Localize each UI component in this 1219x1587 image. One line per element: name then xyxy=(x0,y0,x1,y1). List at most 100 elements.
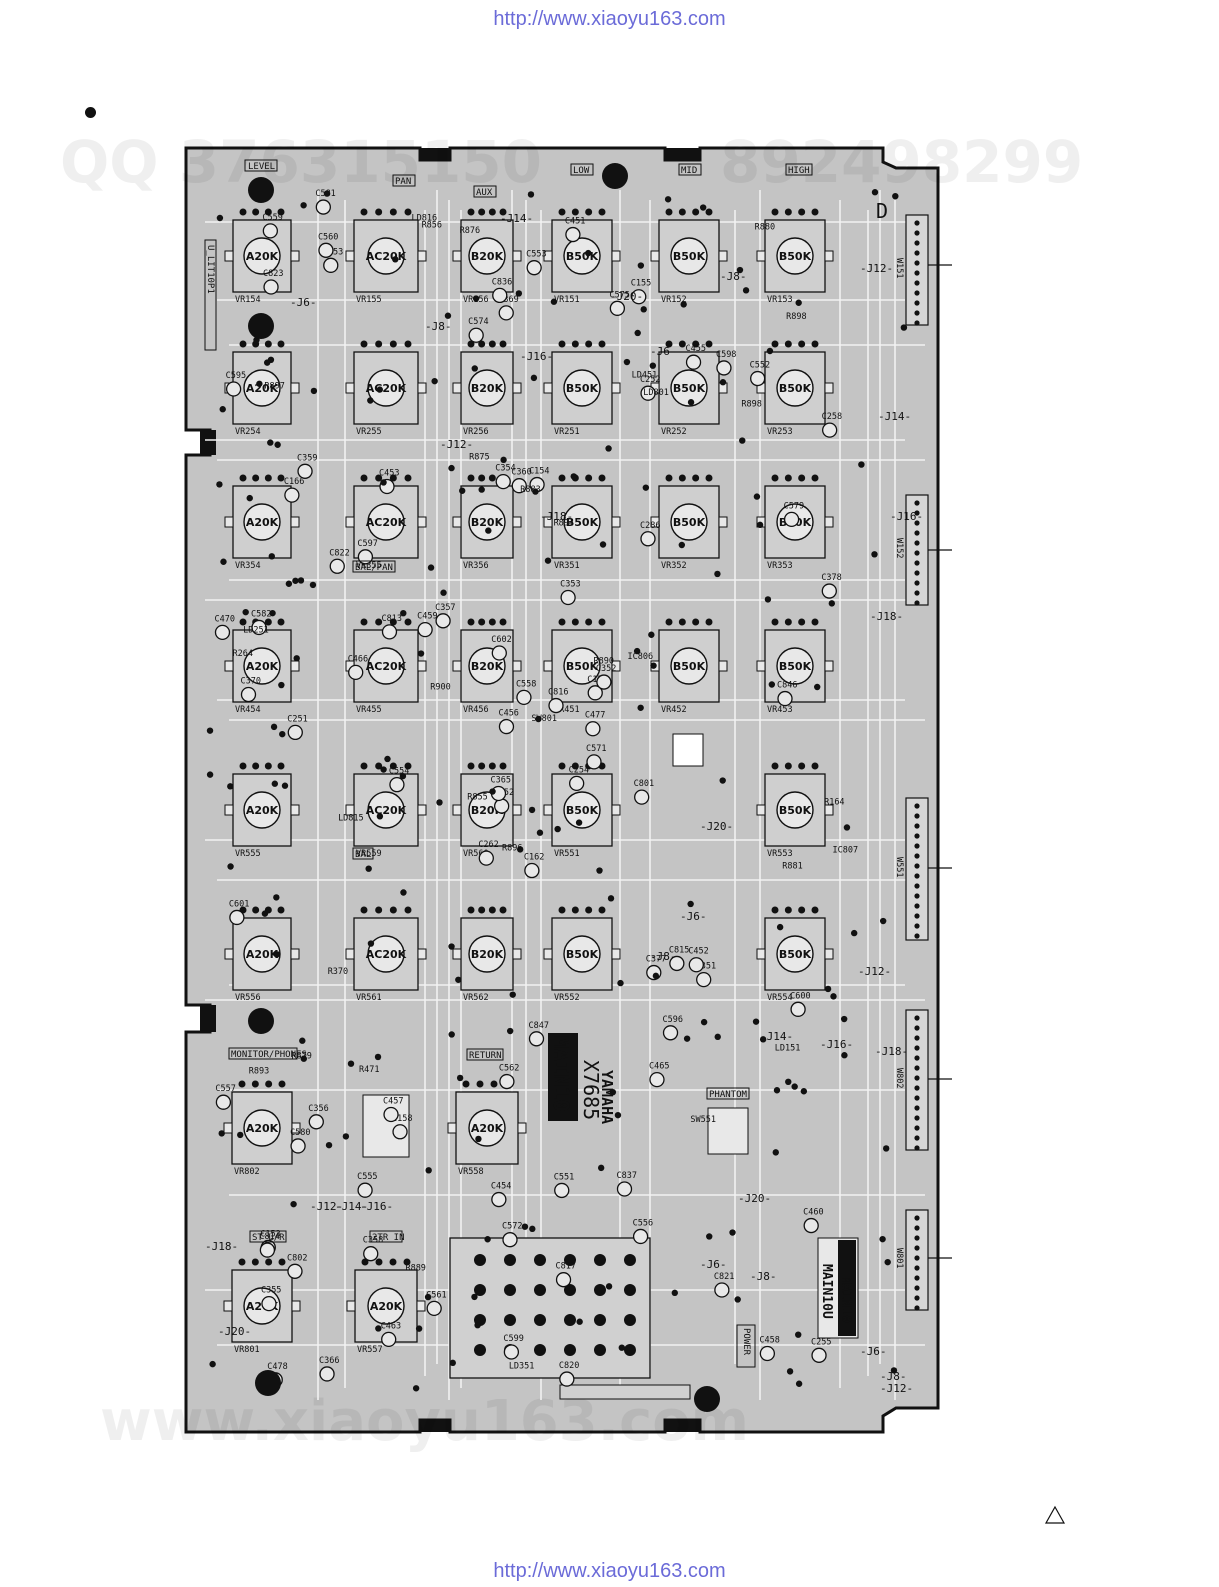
component-ref: C454 xyxy=(491,1182,511,1192)
board-notch xyxy=(665,148,700,160)
ic-pad xyxy=(534,1254,546,1266)
pot-ref: VR351 xyxy=(554,561,580,571)
pot-value: AC20K xyxy=(366,250,407,263)
pot-tab xyxy=(452,948,462,960)
pot-tab xyxy=(611,804,621,816)
watermark-left: QQ 376315150 xyxy=(60,128,542,196)
pot-pin xyxy=(264,618,272,626)
pot-tab xyxy=(224,250,234,262)
pot-tab xyxy=(718,660,728,672)
pot-pin xyxy=(476,1080,484,1088)
via xyxy=(380,479,387,486)
connector-pin xyxy=(914,250,920,256)
jumper-label: -J12- xyxy=(880,1382,913,1395)
pot-shaft xyxy=(468,369,506,407)
component-ref: C258 xyxy=(822,412,842,422)
capacitor-glyph xyxy=(803,1217,819,1234)
pot-pin xyxy=(705,208,713,216)
component-ref: C460 xyxy=(803,1208,823,1218)
pot-value: B50K xyxy=(566,516,599,529)
pot-pin xyxy=(558,618,566,626)
jumper-label: -J14- xyxy=(335,1200,368,1213)
via xyxy=(400,609,407,617)
component-ref: C816 xyxy=(548,688,568,698)
pot-pin xyxy=(798,762,806,770)
via xyxy=(532,488,539,495)
capacitor-glyph xyxy=(262,223,279,239)
connector-pin xyxy=(914,320,920,326)
pot-pin xyxy=(499,762,507,770)
pot-ref: VR456 xyxy=(463,705,489,715)
via xyxy=(814,683,821,691)
capacitor-glyph xyxy=(290,1138,306,1154)
pot-tab xyxy=(512,516,522,528)
via xyxy=(536,829,544,836)
connector-w551 xyxy=(905,797,929,941)
pot-pin xyxy=(692,474,700,482)
via xyxy=(575,819,583,826)
pot-pin xyxy=(499,208,507,216)
via xyxy=(768,681,776,688)
via xyxy=(484,1236,491,1243)
component-ref: C370 xyxy=(240,677,260,687)
pot-shaft xyxy=(563,935,601,973)
footer-url[interactable]: http://www.xiaoyu163.com xyxy=(493,1560,726,1582)
component-ref: R896 xyxy=(502,844,522,854)
via xyxy=(830,993,837,1000)
section-labels: LEVEL PAN AUX LOW MID HIGH BAL/PAN BAL M… xyxy=(228,159,813,1368)
connector-pin xyxy=(914,570,920,576)
connector-pin xyxy=(914,300,920,306)
component-ref: C559 xyxy=(262,213,282,223)
pot-ref: VR559 xyxy=(356,849,382,859)
component-ref: C846 xyxy=(777,681,797,691)
pot-value: AC20K xyxy=(366,382,407,395)
component-ref: C477 xyxy=(585,711,605,721)
pot-ref: VR560 xyxy=(463,849,489,859)
via xyxy=(455,976,462,983)
component-ref: C595 xyxy=(226,371,246,381)
via xyxy=(374,1053,382,1061)
pot-shaft xyxy=(367,503,405,541)
component-ref: C459 xyxy=(417,612,437,622)
pot-pin xyxy=(705,340,713,348)
label-power: POWER xyxy=(741,1328,751,1356)
ic-pad xyxy=(504,1284,516,1296)
pot-pin xyxy=(771,618,779,626)
via xyxy=(500,456,507,464)
pot-ref: VR354 xyxy=(235,561,261,571)
component-ref: C252 xyxy=(640,375,660,385)
connector-pin xyxy=(914,1215,920,1221)
connector-pin xyxy=(914,1265,920,1271)
pot-tab xyxy=(611,382,621,394)
via xyxy=(475,1135,482,1143)
via xyxy=(237,1131,244,1139)
capacitor-glyph xyxy=(526,260,542,276)
pot-pin xyxy=(488,618,496,626)
component-ref: LD251 xyxy=(243,625,269,635)
via xyxy=(530,374,538,382)
pot-pin xyxy=(692,208,700,216)
via xyxy=(509,991,516,998)
pot-pin xyxy=(264,340,272,348)
pot-tab xyxy=(417,250,427,262)
capacitor-glyph xyxy=(498,718,515,735)
capacitor-glyph xyxy=(499,1073,515,1090)
component-ref: C599 xyxy=(503,1334,523,1344)
label-level: LEVEL xyxy=(248,162,275,172)
capacitor-glyph xyxy=(287,1263,303,1279)
pot-tab xyxy=(543,660,553,672)
pot-pin xyxy=(811,208,819,216)
ic-pad xyxy=(534,1314,546,1326)
header-url[interactable]: http://www.xiaoyu163.com xyxy=(493,8,726,30)
component-ref: LD351 xyxy=(509,1362,535,1372)
connector-label: W802 xyxy=(894,1068,904,1088)
via xyxy=(892,192,899,200)
via xyxy=(714,1033,721,1041)
label-mid: MID xyxy=(681,166,697,176)
component-ref: R880 xyxy=(755,222,775,232)
pot-pin xyxy=(239,340,247,348)
pot-tab xyxy=(417,660,427,672)
